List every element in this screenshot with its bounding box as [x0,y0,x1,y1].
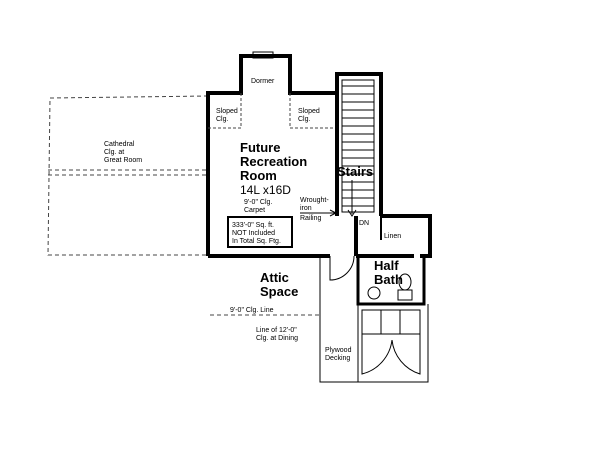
room-name-2: Recreation [240,154,307,169]
room-name-1: Future [240,140,280,155]
sloped-left-1: Sloped [216,108,238,115]
stairs [335,72,383,217]
decking-2: Decking [325,355,350,362]
dormer-label: Dormer [251,78,275,85]
bath-linen-walls [319,214,432,383]
toilet-bowl-icon [398,273,412,291]
bath-fixtures [367,273,413,301]
sloped-left-2: Clg. [216,116,229,123]
sloped-right-1: Sloped [298,108,320,115]
clg-dining-2: Clg. at Dining [256,335,298,342]
sqft-2: NOT Included [232,230,275,237]
room-size: 14L x16D [240,183,291,197]
toilet-tank-icon [397,289,413,301]
dormer-window [252,51,274,59]
cathedral-outline [47,95,209,256]
sqft-3: In Total Sq. Ftg. [232,238,281,245]
cathedral-2: Clg. at [104,149,124,156]
sloped-ceiling-lines [208,93,337,129]
dn-label: DN [359,220,369,227]
linen-label: Linen [384,233,401,240]
cathedral-3: Great Room [104,157,142,164]
half-bath-1: Half [374,258,399,273]
stair-treads [342,85,374,207]
sloped-right-2: Clg. [298,116,311,123]
half-bath-2: Bath [374,272,403,287]
railing-arrow [300,209,338,217]
stairs-label: Stairs [337,164,373,179]
door-swings [329,255,421,375]
attic-2: Space [260,284,298,299]
decking-1: Plywood [325,347,352,354]
room-ceiling: 9'-0" Clg. [244,199,272,206]
railing-1: Wrought- [300,197,329,204]
sink-icon [367,286,381,300]
attic-1: Attic [260,270,289,285]
sqft-box [227,216,293,248]
railing-3: Railing [300,215,322,222]
railing-2: iron [300,205,312,212]
sqft-1: 333'-0" Sq. ft. [232,222,274,229]
clg-dining-1: Line of 12'-0" [256,327,297,334]
room-name-3: Room [240,168,277,183]
room-floor: Carpet [244,207,265,214]
cathedral-1: Cathedral [104,141,135,148]
clg-line-label: 9'-0" Clg. Line [230,307,274,314]
